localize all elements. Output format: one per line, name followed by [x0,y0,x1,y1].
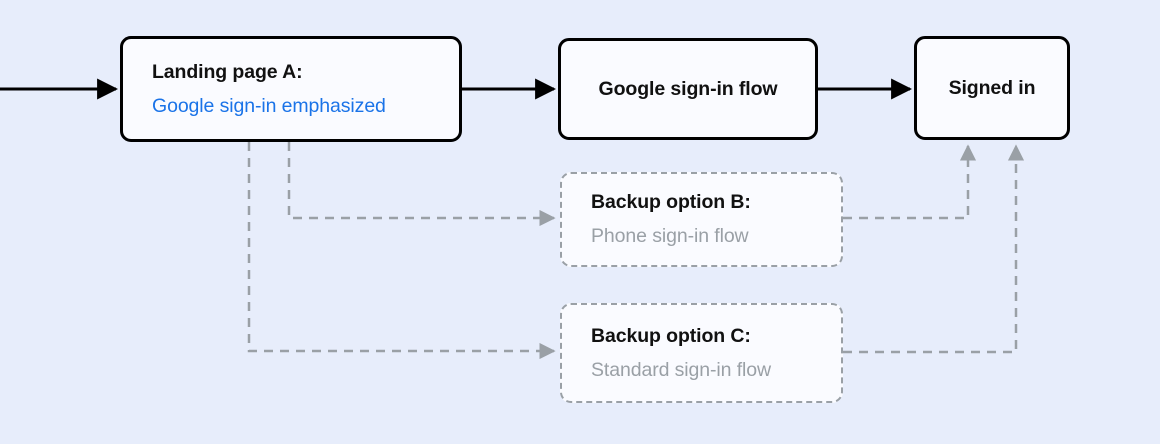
node-backup-option-c-title: Backup option C: [591,324,751,347]
node-signed-in-title: Signed in [948,76,1036,99]
edge-landing-to-backup-c [247,142,556,360]
node-backup-option-b-subtitle: Phone sign-in flow [591,225,749,247]
node-google-sign-in-flow[interactable]: Google sign-in flow [558,38,818,140]
node-landing-page-a-title: Landing page A: [152,60,303,83]
node-backup-option-c-subtitle: Standard sign-in flow [591,358,771,381]
spacer [562,349,841,358]
edge-landing-to-backup-b [287,142,556,227]
spacer [123,85,459,94]
node-landing-page-a[interactable]: Landing page A: Google sign-in emphasize… [120,36,462,142]
node-landing-page-a-subtitle: Google sign-in emphasized [152,94,386,117]
node-signed-in[interactable]: Signed in [914,36,1070,140]
spacer [562,215,841,224]
node-backup-option-c[interactable]: Backup option C: Standard sign-in flow [560,303,843,403]
edge-backup-b-to-signed-in [843,144,977,220]
node-backup-option-b-title: Backup option B: [591,191,751,214]
node-google-sign-in-flow-title: Google sign-in flow [598,77,778,100]
edge-backup-c-to-signed-in [843,144,1025,354]
node-backup-option-b[interactable]: Backup option B: Phone sign-in flow [560,172,843,267]
